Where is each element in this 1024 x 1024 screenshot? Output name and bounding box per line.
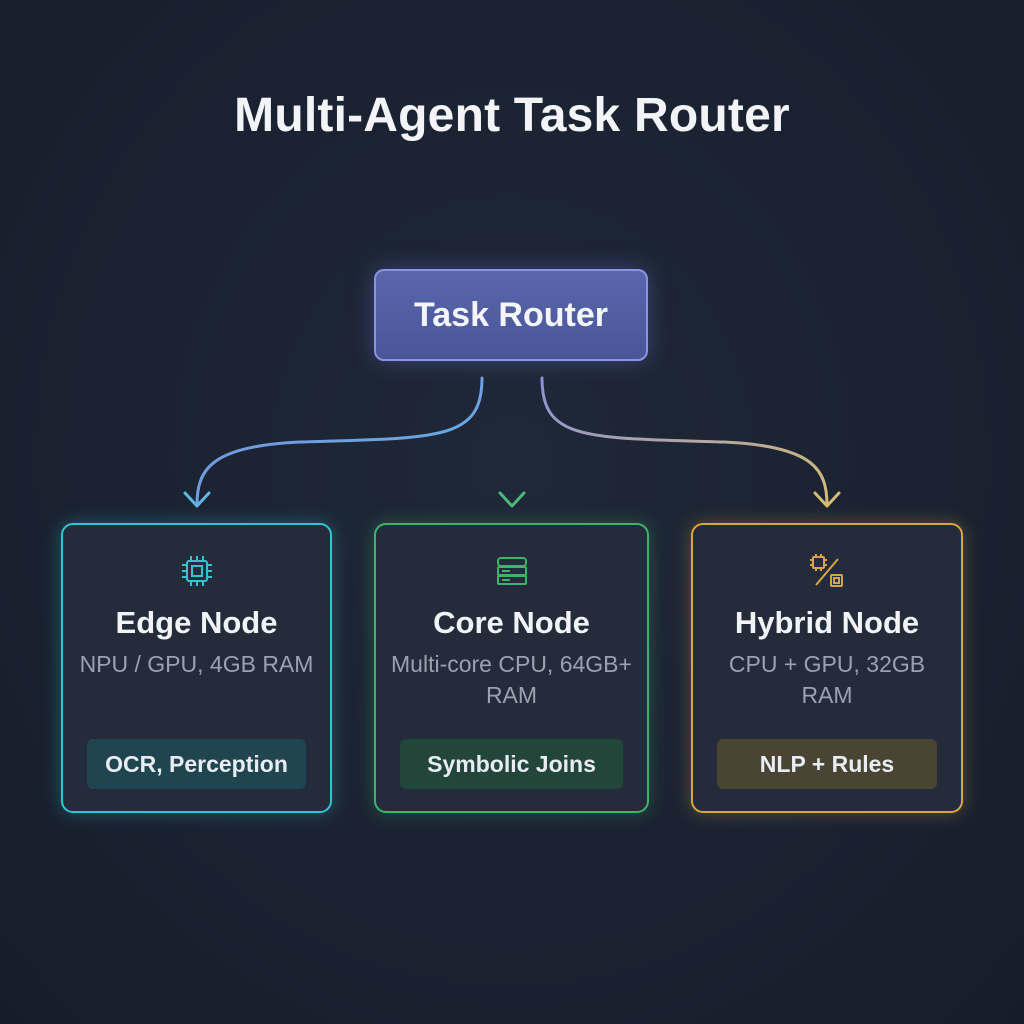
arrowhead-core [498, 491, 526, 508]
connector-hybrid [540, 376, 829, 507]
server-icon [496, 557, 527, 585]
core-node-name: Core Node [433, 605, 590, 640]
edge-node-spec: NPU / GPU, 4GB RAM [79, 651, 314, 677]
arrowhead-hybrid [813, 491, 841, 508]
connector-edge [195, 376, 484, 507]
diagram-title: Multi-Agent Task Router [234, 89, 790, 142]
hybrid-node-spec: CPU + GPU, 32GB RAM [728, 651, 926, 708]
hybrid-node-card: Hybrid Node CPU + GPU, 32GB RAM NLP + Ru… [691, 523, 963, 813]
core-node-task-badge: Symbolic Joins [400, 739, 623, 789]
hybrid-node-name: Hybrid Node [734, 605, 920, 640]
core-node-spec: Multi-core CPU, 64GB+ RAM [391, 651, 632, 708]
arrowhead-edge [183, 491, 211, 508]
edge-node-task-badge: OCR, Perception [87, 739, 306, 789]
edge-node-card: Edge Node NPU / GPU, 4GB RAM OCR, Percep… [61, 523, 332, 813]
edge-node-name: Edge Node [115, 605, 278, 640]
chip-percent-icon [810, 554, 843, 587]
chip-icon [181, 556, 212, 586]
task-router-box: Task Router [374, 269, 648, 361]
hybrid-node-task-badge: NLP + Rules [717, 739, 937, 789]
core-node-card: Core Node Multi-core CPU, 64GB+ RAM Symb… [374, 523, 649, 813]
